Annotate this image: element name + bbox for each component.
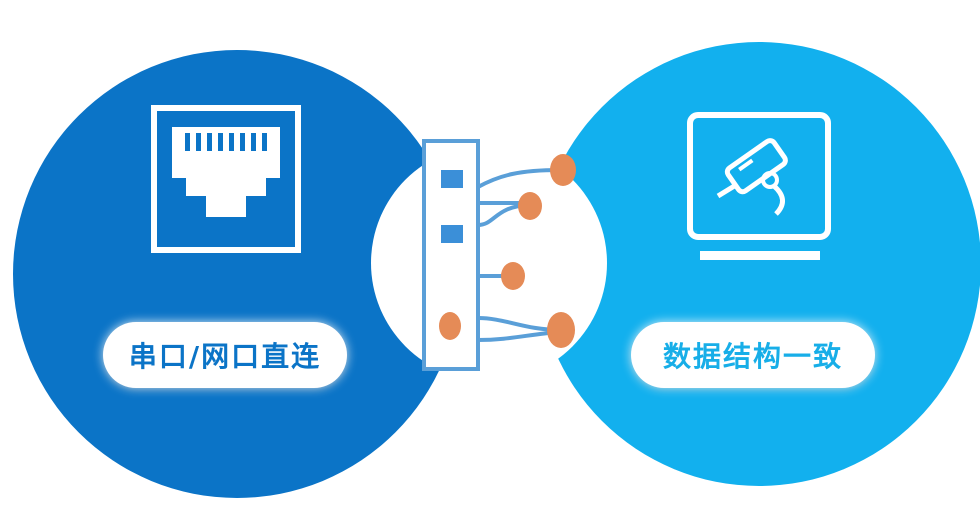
ethernet-port-icon [151, 105, 301, 253]
switch-connector-icon [422, 139, 576, 371]
connector-node [439, 154, 576, 348]
right-label-pill: 数据结构一致 [631, 322, 875, 388]
right-label: 数据结构一致 [662, 340, 843, 373]
left-label: 串口/网口直连 [128, 340, 322, 373]
left-label-pill: 串口/网口直连 [103, 322, 347, 388]
monitor-camera-icon [687, 112, 831, 260]
